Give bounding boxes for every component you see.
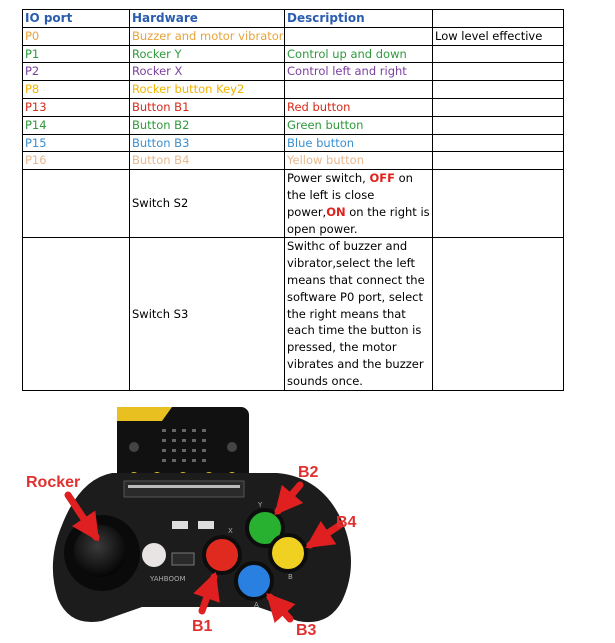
b4-label: B4 [336,514,357,531]
switch-s2-desc-c: on the right is open power. [287,204,430,236]
header-hardware: Hardware [129,9,285,28]
note-cell [432,62,564,82]
b3-arrow [266,592,296,623]
on-label: ON [326,204,346,219]
description-cell [284,26,433,46]
port-cell [22,237,130,391]
port-cell: P14 [22,115,130,135]
table-row: P14 Button B2 Green button [22,115,564,135]
description-cell [284,80,433,99]
description-cell: Green button [284,115,433,135]
b1-label: B1 [192,618,213,635]
silk-y: Y [257,501,263,509]
description-cell: Control left and right [284,62,433,82]
port-cell: P8 [22,80,130,99]
table-row: P2 Rocker X Control left and right [22,62,564,82]
switch-s3 [198,521,214,529]
switch-s2 [172,521,188,529]
description-cell: Swithc of buzzer and vibrator,select the… [284,237,433,391]
b3-label: B3 [296,622,317,639]
hardware-cell: Button B1 [129,97,285,117]
button-b3-blue [234,561,274,601]
switch-s2-desc-b: on the left is close power, [287,171,413,219]
silk-x: X [228,527,233,535]
note-cell [432,169,564,239]
header-note [432,9,564,28]
microbit-board [117,407,249,489]
description-cell: Power switch, OFF on the left is close p… [284,169,433,239]
table-row: P0 Buzzer and motor vibrator Low level e… [22,26,564,46]
table-row-switch-s3: Switch S3 Swithc of buzzer and vibrator,… [22,237,564,391]
buzzer [142,543,166,567]
hardware-cell: Rocker X [129,62,285,82]
hardware-cell: Button B4 [129,151,285,171]
silk-a: A [254,601,259,609]
io-port-table: IO port Hardware Description P0 Buzzer a… [22,9,564,391]
b4-arrow [305,520,344,549]
note-cell [432,237,564,391]
description-cell: Yellow button [284,151,433,171]
hardware-cell: Rocker button Key2 [129,80,285,99]
b2-label: B2 [298,464,319,481]
gamepad-photo: Y X B A YAHBOOM Rocker B2 B4 B1 B3 [22,403,374,643]
rocker-arrow [64,491,100,542]
header-io-port: IO port [22,9,130,28]
port-cell: P1 [22,44,130,64]
button-b1-red [202,535,242,575]
hardware-cell: Button B3 [129,133,285,153]
button-b4-yellow [268,533,308,573]
table-header-row: IO port Hardware Description [22,9,564,28]
switch-s2-desc-a: Power switch, [287,171,370,186]
note-cell [432,115,564,135]
hardware-cell: Switch S2 [129,169,285,239]
hardware-cell: Switch S3 [129,237,285,391]
table-row-switch-s2: Switch S2 Power switch, OFF on the left … [22,169,564,239]
table-row: P15 Button B3 Blue button [22,133,564,153]
table-row: P1 Rocker Y Control up and down [22,44,564,64]
note-cell [432,97,564,117]
port-cell: P16 [22,151,130,171]
note-cell [432,151,564,171]
rocker-label: Rocker [26,474,80,491]
off-label: OFF [369,171,395,186]
note-cell: Low level effective [432,26,564,46]
port-cell: P2 [22,62,130,82]
hardware-cell: Buzzer and motor vibrator [129,26,285,46]
hardware-cell: Rocker Y [129,44,285,64]
table-row: P13 Button B1 Red button [22,97,564,117]
table-row: P8 Rocker button Key2 [22,80,564,99]
b1-arrow [193,571,220,615]
port-cell: P15 [22,133,130,153]
description-cell: Red button [284,97,433,117]
note-cell [432,44,564,64]
silk-brand: YAHBOOM [149,575,186,583]
port-cell [22,169,130,239]
note-cell [432,133,564,153]
hardware-cell: Button B2 [129,115,285,135]
table-row: P16 Button B4 Yellow button [22,151,564,171]
header-description: Description [284,9,433,28]
b2-arrow [274,481,304,516]
button-b2-green [245,508,285,548]
port-cell: P0 [22,26,130,46]
port-cell: P13 [22,97,130,117]
description-cell: Control up and down [284,44,433,64]
note-cell [432,80,564,99]
description-cell: Blue button [284,133,433,153]
silk-b: B [288,573,293,581]
